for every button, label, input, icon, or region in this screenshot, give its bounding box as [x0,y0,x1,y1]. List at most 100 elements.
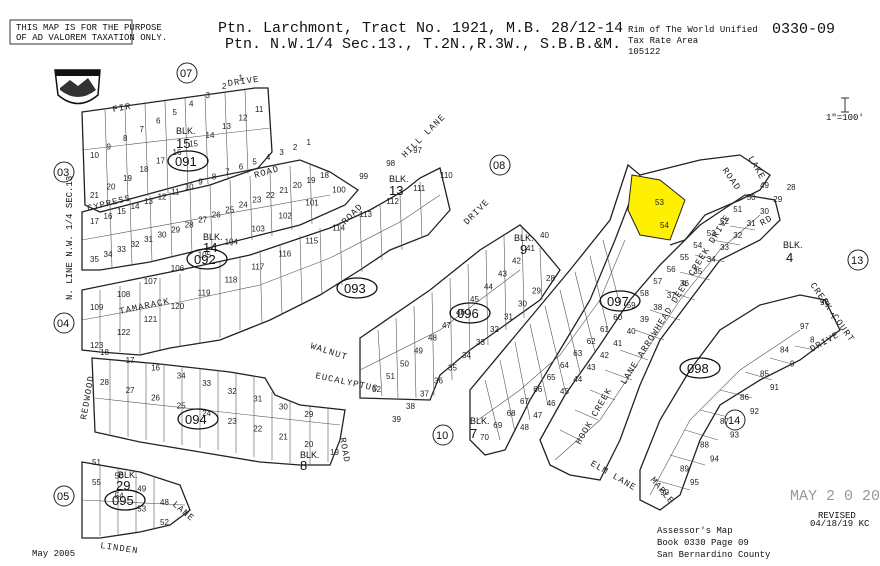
svg-text:097: 097 [607,294,629,309]
block-label-29: BLK.29 [116,470,138,493]
svg-text:092: 092 [194,252,216,267]
lot-number-blk7: 57 [653,277,662,286]
title-line-1: Ptn. Larchmont, Tract No. 1921, M.B. 28/… [218,20,623,37]
lot-number-blk8: 23 [228,417,237,426]
svg-text:098: 098 [687,361,709,376]
lot-number-blk14: 6 [239,163,244,172]
lot-number-blk29: 49 [137,485,146,494]
lot-number-blk14: 11 [171,187,180,196]
lot-number-blk13: 123 [90,341,104,350]
lot-number-blk4: 91 [770,383,779,392]
lot-number-blk9: 52 [372,385,381,394]
lot-number-blk15: 14 [206,131,215,140]
adjacent-page-04[interactable]: 04 [53,312,75,334]
lot-number-blk7: 69 [493,421,502,430]
lot-number-blk4: 9 [790,359,795,368]
highlighted-lots-53-54[interactable] [627,174,686,241]
lot-number-blk4: 94 [710,454,719,463]
lot-number-blk8: 20 [304,440,313,449]
lot-number-blk8: 32 [228,387,237,396]
lot-number-blk29: 51 [92,458,101,467]
lot-number-blk8: 17 [126,356,135,365]
lot-number-blk13: 110 [440,171,453,180]
lot-number-blk7: 45 [560,387,569,396]
lot-number-blk8: 33 [202,379,211,388]
lot-number-blk13: 118 [225,276,238,285]
lot-number-blk14: 29 [171,225,180,234]
block-label-15: BLK.15 [176,126,196,151]
adjacent-page-08[interactable]: 08 [489,154,511,176]
lot-number-blk14: 35 [90,255,99,264]
block-label-9: BLK.9 [514,233,534,257]
lot-number-blk9: 29 [532,287,541,296]
svg-text:091: 091 [175,154,197,169]
lot-number-blk14: 15 [117,207,126,216]
block-label-14: BLK.14 [203,232,223,255]
lot-number-blk7: 47 [533,411,542,420]
block-9-outline [359,224,561,401]
lot-number-blk4: 92 [750,407,759,416]
lot-number-blk4: 89 [680,464,689,473]
lot-number-blk8: 22 [253,425,262,434]
notice-line-2: OF AD VALOREM TAXATION ONLY. [16,33,167,43]
block-8-lotlines [81,360,341,536]
title-line-2: Ptn. N.W.1/4 Sec.13., T.2N.,R.3W., S.B.B… [225,36,621,53]
svg-text:BLK.: BLK. [176,126,196,136]
lot-number-blk14: 16 [104,212,113,221]
road-road-3: ROAD [337,437,351,464]
adjacent-page-13[interactable]: 13 [847,249,869,271]
lot-number-blk7: 56 [667,265,676,274]
lot-number-blk13: 106 [171,264,185,273]
lot-number-blk9: 51 [386,372,395,381]
lot-number-blk9: 34 [462,351,471,360]
lot-number-blk7: 62 [587,337,596,346]
parcel-095[interactable]: 095 [104,489,146,511]
parcel-091[interactable]: 091 [167,150,209,172]
adjacent-page-10[interactable]: 10 [432,424,454,446]
lot-number-blk15: 7 [140,125,145,134]
lot-number-blk7: 35 [693,267,702,276]
svg-text:14: 14 [203,240,217,255]
svg-text:15: 15 [176,136,190,151]
adjacent-page-07[interactable]: 07 [176,62,198,84]
road-hook-creek: HOOK CREEK [574,386,615,446]
svg-text:13: 13 [851,255,863,267]
lot-number-blk7: 38 [653,303,662,312]
lot-number-blk15: 19 [123,174,132,183]
road-road-4: ROAD [720,166,743,193]
lot-number-blk4: 88 [700,441,709,450]
svg-text:BLK.: BLK. [118,470,138,480]
adjacent-page-03[interactable]: 03 [53,161,75,183]
road-lane-1: LANE [170,500,196,524]
adjacent-page-14[interactable]: 14 [724,409,746,431]
notice-line-1: THIS MAP IS FOR THE PURPOSE [16,23,162,33]
lot-number-blk7: 54 [693,241,702,250]
lot-number-blk7: 36 [680,279,689,288]
lot-number-blk8: 16 [151,364,160,373]
adjacent-page-05[interactable]: 05 [53,485,75,507]
lot-number-blk15: 18 [140,165,149,174]
parcel-094[interactable]: 094 [177,408,219,430]
lot-number-blk14: 18 [320,171,329,180]
county-seal-icon [54,69,101,105]
lot-number-blk7: 46 [547,399,556,408]
lot-number-blk29: 50 [115,471,124,480]
parcel-092[interactable]: 092 [186,248,228,270]
svg-text:BLK.: BLK. [389,174,409,184]
svg-text:08: 08 [493,160,505,172]
parcel-093[interactable]: 093 [336,277,378,299]
parcel-096[interactable]: 096 [449,302,491,324]
parcel-097[interactable]: 097 [599,290,641,312]
lot-number-blk14: 5 [252,158,257,167]
block-8-outline [81,357,346,539]
lot-number-blk13: 112 [386,197,399,206]
lot-number-blk9: 33 [476,338,485,347]
svg-text:03: 03 [57,167,69,179]
parcel-098[interactable]: 098 [679,357,721,379]
lot-number-blk13: 99 [359,172,368,181]
lot-number-blk15: 16 [173,148,182,157]
lot-number-blk14: 7 [225,168,230,177]
